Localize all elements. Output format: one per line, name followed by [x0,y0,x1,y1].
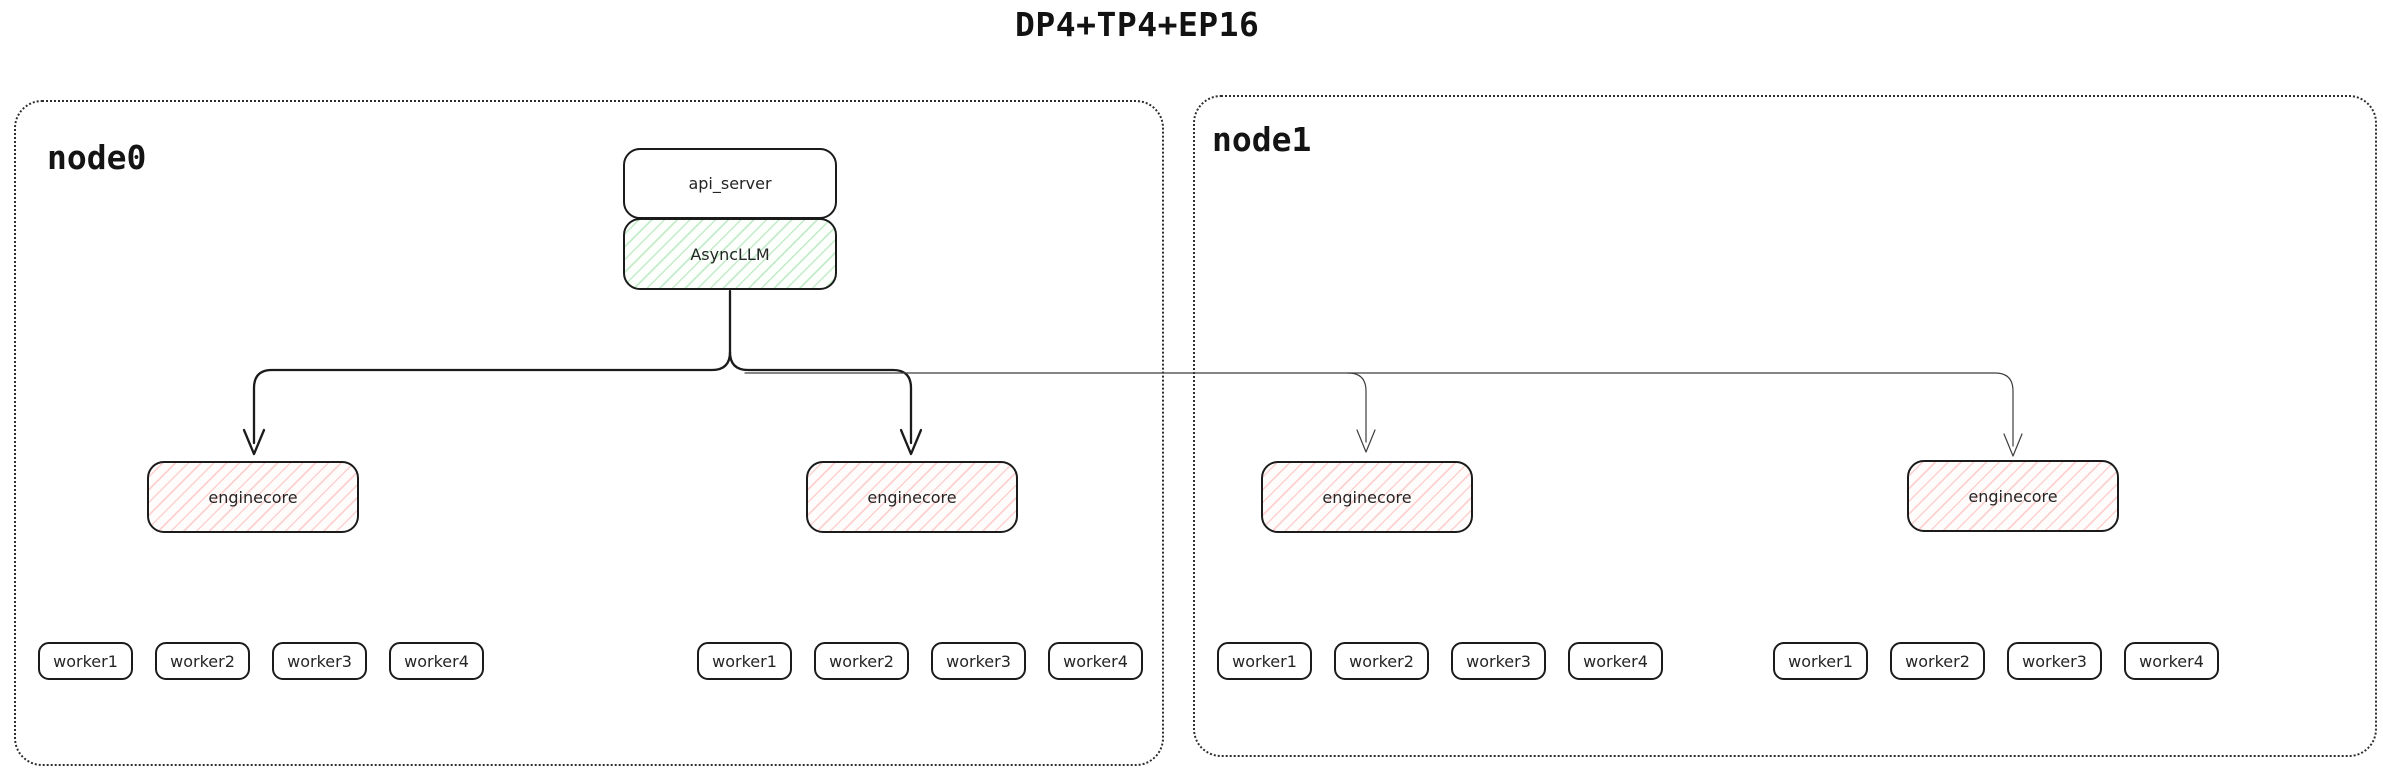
node0-group1-worker1-box: worker1 [38,642,133,680]
node0-group2-worker3-box: worker3 [931,642,1026,680]
node1-group1-worker2-box: worker2 [1334,642,1429,680]
node0-enginecore-2-box: enginecore [806,461,1018,533]
node1-group1-worker1-box: worker1 [1217,642,1312,680]
node0-label: node0 [47,138,147,177]
node1-group1-worker4-box: worker4 [1568,642,1663,680]
node1-enginecore-2-box: enginecore [1907,460,2119,532]
asyncllm-box: AsyncLLM [623,218,837,290]
node0-group1-worker2-box: worker2 [155,642,250,680]
node0-enginecore-1-box: enginecore [147,461,359,533]
node0-group1-worker4-box: worker4 [389,642,484,680]
node1-group2-worker3-box: worker3 [2007,642,2102,680]
node0-group2-worker2-box: worker2 [814,642,909,680]
node1-group2-worker1-box: worker1 [1773,642,1868,680]
node1-group2-worker4-box: worker4 [2124,642,2219,680]
node0-group1-worker3-box: worker3 [272,642,367,680]
node0-group2-worker1-box: worker1 [697,642,792,680]
node1-group1-worker3-box: worker3 [1451,642,1546,680]
node0-group2-worker4-box: worker4 [1048,642,1143,680]
node1-group2-worker2-box: worker2 [1890,642,1985,680]
api-server-box: api_server [623,148,837,219]
node1-enginecore-1-box: enginecore [1261,461,1473,533]
diagram-title: DP4+TP4+EP16 [1015,5,1260,44]
node1-label: node1 [1212,120,1312,159]
